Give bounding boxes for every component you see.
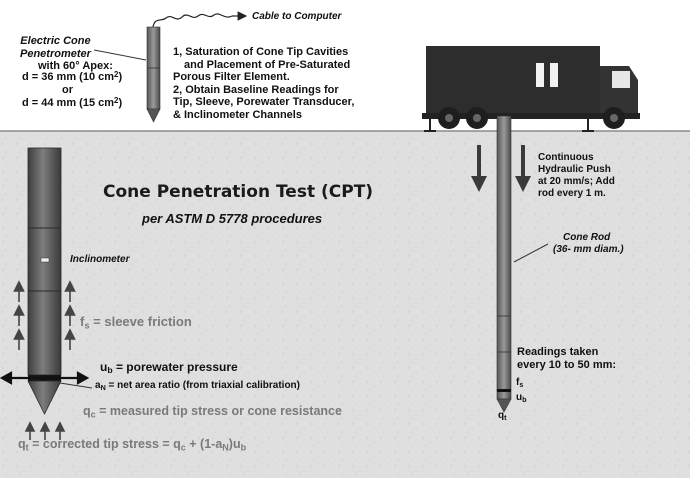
qc-text: = measured tip stress or cone resistance <box>95 404 342 418</box>
qt-eq-text: = corrected tip stress = q <box>28 437 181 451</box>
hydraulic-push-arrows <box>471 145 531 192</box>
sleeve-friction-arrows <box>13 280 76 350</box>
qt-end-text: )u <box>228 437 241 451</box>
cable-label: Cable to Computer <box>252 11 342 22</box>
step-line-1: 1, Saturation of Cone Tip Cavities <box>173 46 349 58</box>
rod-pointer-arrow <box>513 243 549 263</box>
ub-text: = porewater pressure <box>112 360 238 374</box>
rod-qt-symbol: qt <box>498 410 507 422</box>
fs-symbol: f <box>80 314 85 329</box>
inclinometer-marker <box>40 257 50 263</box>
porewater-pressure-arrow <box>0 371 90 385</box>
page-subtitle: per ASTM D 5778 procedures <box>142 211 323 226</box>
net-area-pointer <box>59 382 93 389</box>
truck-icon <box>422 46 640 132</box>
rod-ub-symbol: ub <box>516 392 527 404</box>
diameter-option-2-close: ) <box>118 97 123 109</box>
cone-dimensions: with 60° Apex: <box>38 60 113 73</box>
small-penetrometer-icon <box>146 11 248 123</box>
an-subscript: N <box>100 382 106 392</box>
push-line-4: rod every 1 m. <box>538 188 606 199</box>
an-symbol: a <box>95 380 101 391</box>
step-line-2: and Placement of Pre-Saturated <box>184 58 351 71</box>
apex-angle-label: with 60° Apex: <box>38 60 113 72</box>
tip-resistance-arrows <box>24 421 66 440</box>
rod-qt-sub: t <box>504 412 507 422</box>
cone-rod-title: Cone Rod <box>563 232 611 243</box>
rod-fs-letter: f <box>516 377 520 388</box>
fs-text: = sleeve friction <box>89 314 192 329</box>
ub-subscript: b <box>107 365 113 376</box>
qt-symbol: q <box>18 437 26 451</box>
readings-line-1: Readings taken <box>517 346 599 358</box>
qt-ub-subscript: b <box>240 442 247 453</box>
tip-stress-label: qc = measured tip stress or cone resista… <box>83 404 342 420</box>
diameter-option-1: d = 36 mm (10 cm2) <box>22 71 122 84</box>
diameter-option-2: d = 44 mm (15 cm2) <box>22 97 122 110</box>
step-line-3: Porous Filter Element. <box>173 71 290 84</box>
page-title: Cone Penetration Test (CPT) <box>103 182 374 202</box>
push-line-1: Continuous <box>538 152 594 163</box>
cone-penetrometer <box>27 147 62 415</box>
qt-mid-text: + (1-a <box>185 437 223 451</box>
diameter-option-2-text: d = 44 mm (15 cm <box>22 97 115 109</box>
hydraulic-push-note: Continuous Hydraulic Push at 20 mm/s; Ad… <box>538 152 615 200</box>
cone-rod <box>496 115 512 413</box>
soil-ground <box>0 131 690 478</box>
push-line-3: at 20 mm/s; Add <box>538 176 615 187</box>
push-line-2: Hydraulic Push <box>538 164 611 175</box>
net-area-ratio-label: aN = net area ratio (from triaxial calib… <box>95 380 300 392</box>
rod-qt-letter: q <box>498 410 505 421</box>
step-line-6: & Inclinometer Channels <box>173 108 302 121</box>
qt-an-subscript: N <box>222 442 229 453</box>
readings-note: Readings taken every 10 to 50 mm: <box>517 346 616 372</box>
qc-subscript: c <box>90 409 96 420</box>
diameter-option-1-text: d = 36 mm (10 cm <box>22 71 115 83</box>
rod-ub-sub: b <box>522 394 527 404</box>
an-text: = net area ratio (from triaxial calibrat… <box>105 380 300 391</box>
rod-ub-letter: u <box>516 392 523 403</box>
step-line-5: Tip, Sleeve, Porewater Transducer, <box>173 96 355 109</box>
cone-rod-label: Cone Rod (36- mm diam.) <box>553 232 624 256</box>
or-label: or <box>62 84 73 96</box>
readings-line-2: every 10 to 50 mm: <box>517 359 617 371</box>
qt-subscript: t <box>25 442 29 453</box>
sleeve-friction-label: fs = sleeve friction <box>80 314 192 331</box>
qc-symbol: q <box>83 404 91 418</box>
pointer-arrow-icon <box>93 49 147 61</box>
cone-rod-diameter: (36- mm diam.) <box>553 244 624 255</box>
penetrometer-title-line1: Electric Cone <box>20 35 91 47</box>
corrected-tip-stress-equation: qt = corrected tip stress = qc + (1-aN)u… <box>18 437 247 453</box>
rod-fs-sub: s <box>519 379 524 389</box>
cone-tip <box>27 380 62 415</box>
diameter-option-2-sup: 2 <box>114 96 119 106</box>
diameter-option-1-close: ) <box>118 71 123 83</box>
rod-fs-symbol: fs <box>516 377 523 389</box>
qt-qc-subscript: c <box>180 442 186 453</box>
porewater-pressure-label: ub = porewater pressure <box>100 360 238 376</box>
diameter-option-1-sup: 2 <box>114 70 119 80</box>
penetrometer-title-line2: Penetrometer <box>20 48 91 60</box>
step-line-4: 2, Obtain Baseline Readings for <box>173 83 339 96</box>
fs-subscript: s <box>84 320 90 331</box>
penetrometer-description: Electric Cone Penetrometer <box>20 35 91 61</box>
inclinometer-label: Inclinometer <box>70 254 130 265</box>
procedure-steps: 1, Saturation of Cone Tip Cavities and P… <box>173 46 354 122</box>
ub-symbol: u <box>100 360 108 374</box>
